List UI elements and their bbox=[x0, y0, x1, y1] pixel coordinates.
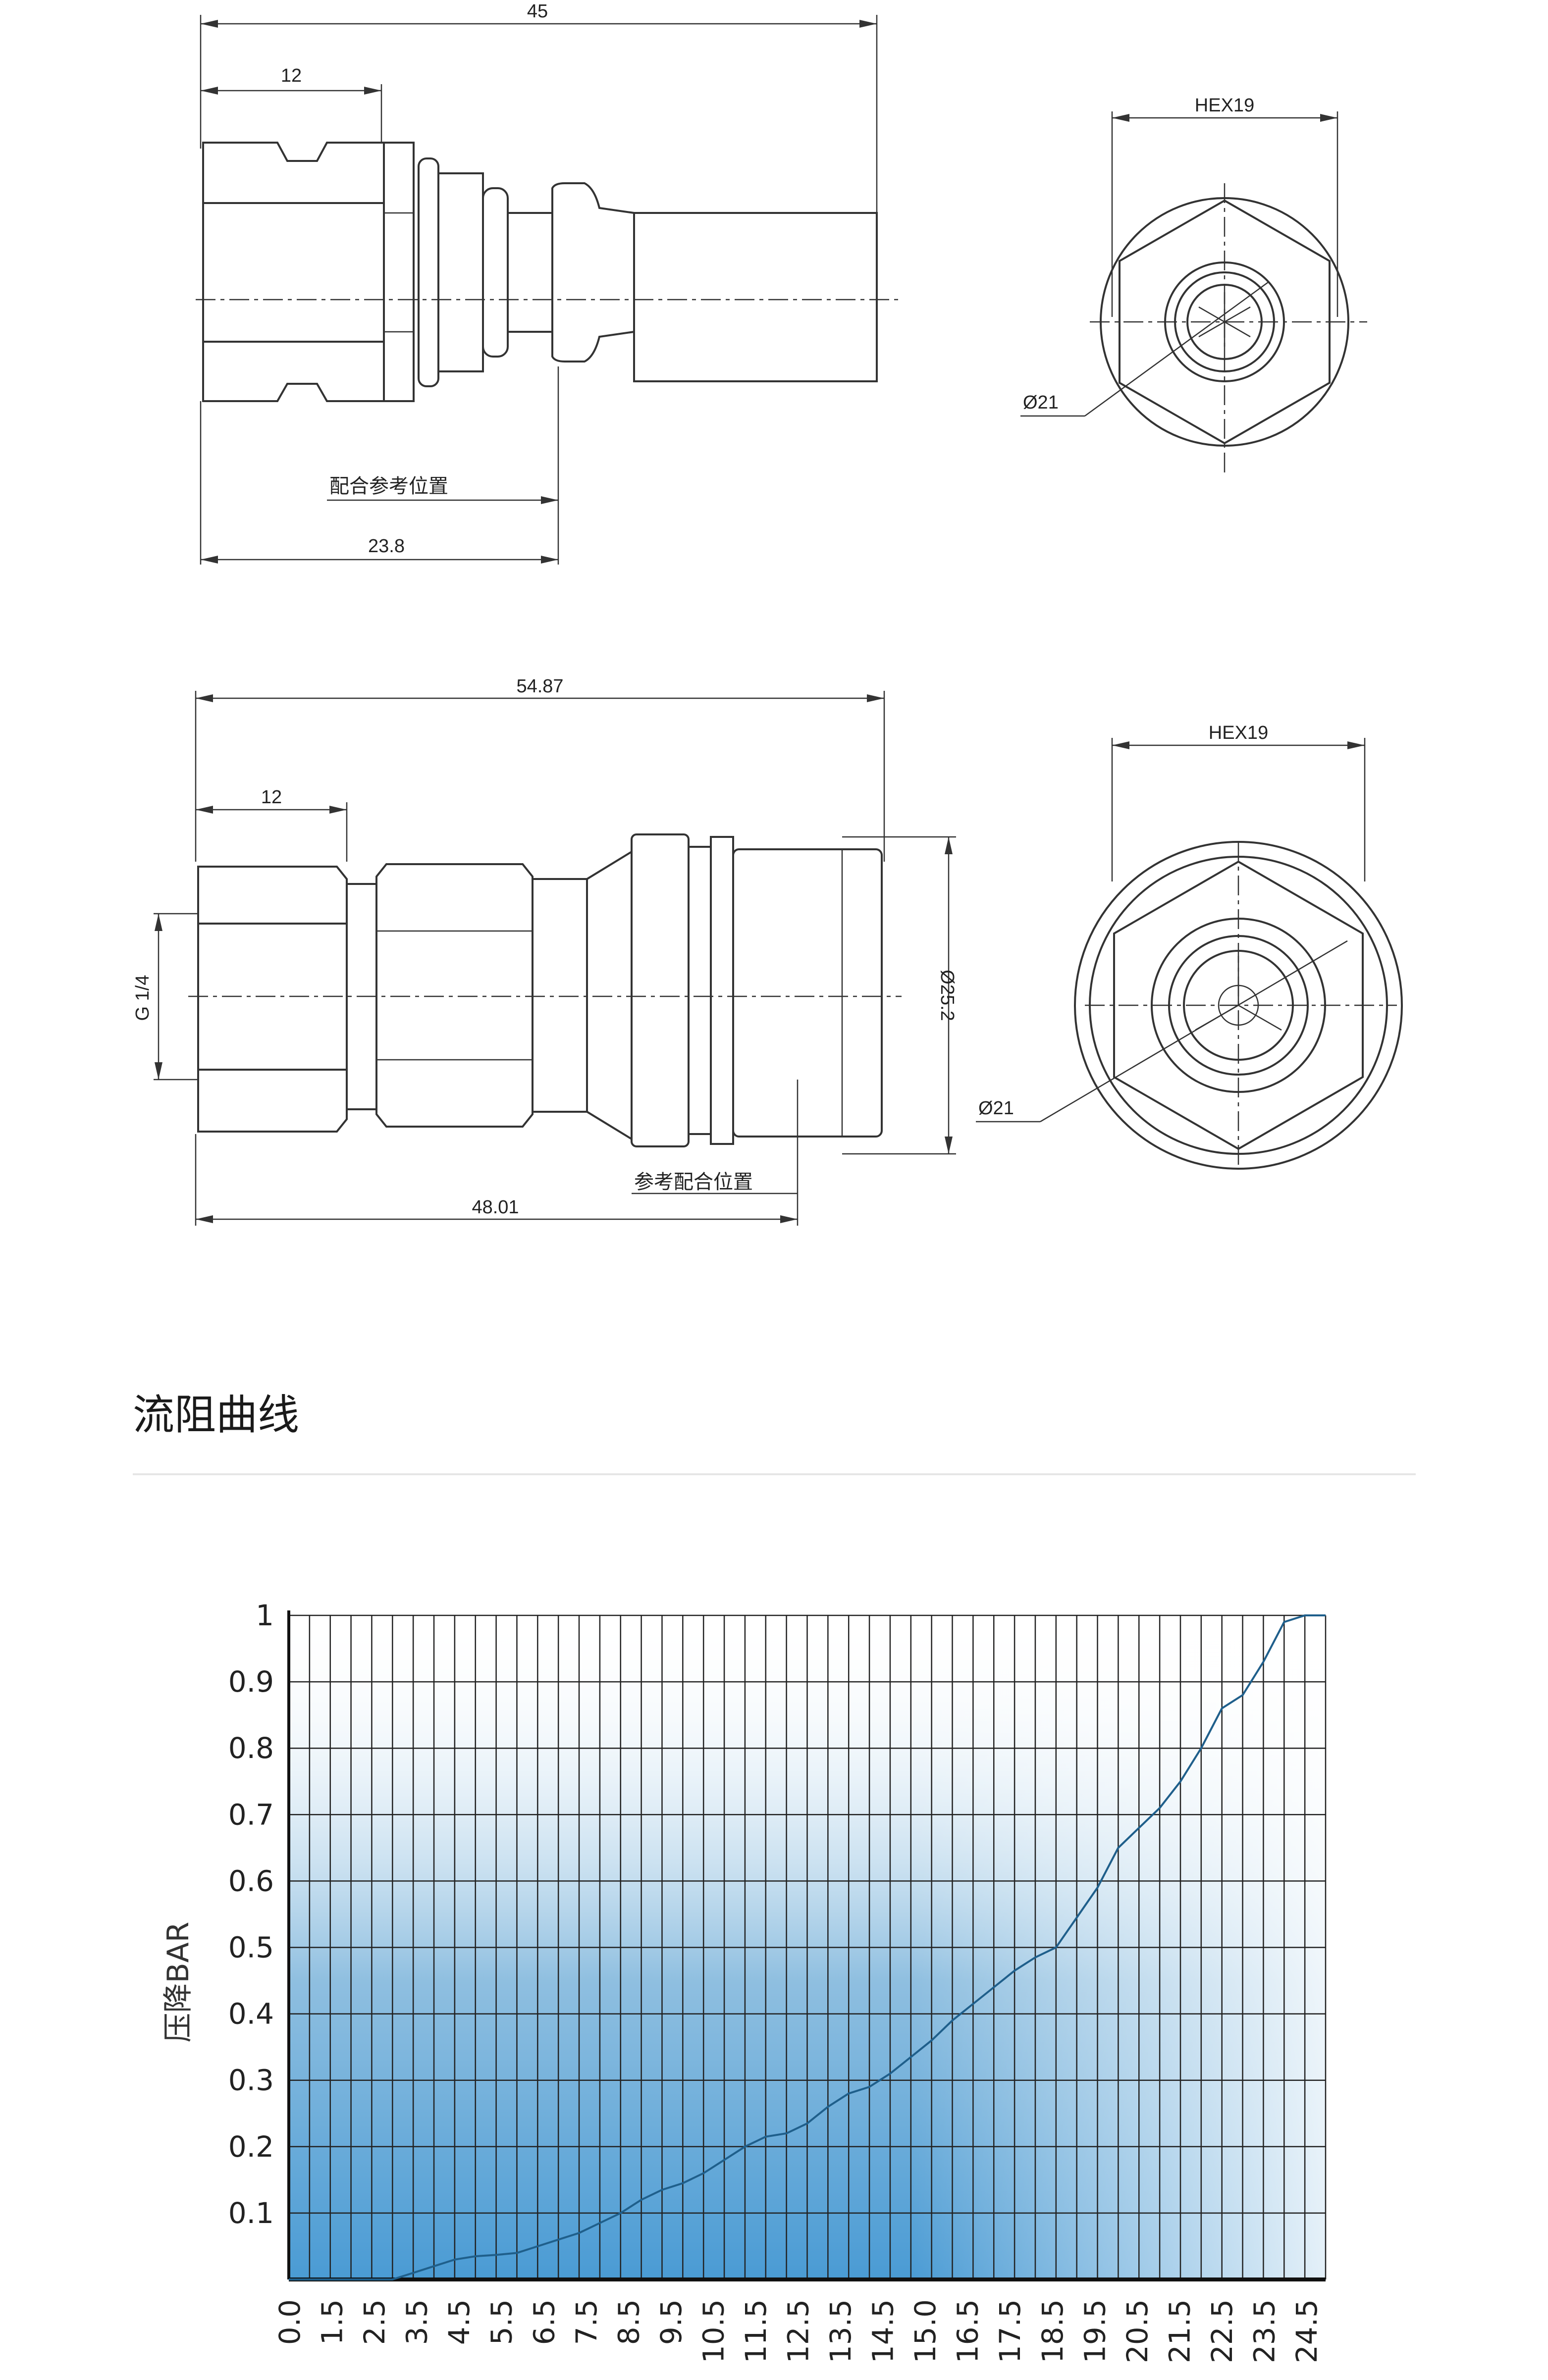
section-divider bbox=[133, 1473, 1416, 1475]
x-tick-label: 5.5 bbox=[485, 2299, 519, 2345]
chart-axes bbox=[287, 1610, 1326, 2281]
dia-label: Ø21 bbox=[1023, 392, 1059, 413]
y-tick-label: 0.6 bbox=[228, 1864, 274, 1898]
x-tick-label: 21.5 bbox=[1163, 2299, 1196, 2363]
x-tick-label: 22.5 bbox=[1205, 2299, 1239, 2363]
x-tick-label: 11.5 bbox=[739, 2299, 773, 2363]
ref-label-2: 参考配合位置 bbox=[634, 1171, 753, 1193]
x-tick-label: 17.5 bbox=[993, 2299, 1027, 2363]
y-tick-label: 0.5 bbox=[228, 1931, 274, 1965]
drawing-2-side-view: 54.87 12 G 1/4 bbox=[132, 676, 958, 1226]
y-tick-labels: 0.1 0.2 0.3 0.4 0.5 0.6 0.7 0.8 0.9 1 bbox=[228, 1599, 274, 2230]
x-tick-label: 24.5 bbox=[1290, 2299, 1324, 2363]
y-tick-label: 0.3 bbox=[228, 2064, 274, 2097]
y-tick-label: 0.4 bbox=[228, 1997, 274, 2031]
x-tick-label: 2.5 bbox=[358, 2299, 391, 2345]
x-tick-label: 7.5 bbox=[570, 2299, 603, 2345]
dim-thread-2: 12 bbox=[261, 787, 282, 808]
dim-total: 45 bbox=[527, 1, 548, 22]
chart-grid bbox=[289, 1614, 1327, 2279]
x-tick-label: 16.5 bbox=[951, 2299, 985, 2363]
hex-label: HEX19 bbox=[1195, 95, 1254, 116]
drawing-2-end-view: HEX19 Ø21 bbox=[976, 723, 1403, 1170]
dia-label-2: Ø21 bbox=[978, 1098, 1014, 1119]
y-tick-label: 0.2 bbox=[228, 2130, 274, 2164]
series-line bbox=[289, 1614, 1326, 2280]
y-tick-label: 0.8 bbox=[228, 1731, 274, 1765]
x-tick-label: 12.5 bbox=[782, 2299, 815, 2363]
x-tick-label: 13.5 bbox=[824, 2299, 857, 2363]
x-tick-label: 19.5 bbox=[1078, 2299, 1112, 2363]
y-tick-label: 0.9 bbox=[228, 1665, 274, 1699]
x-tick-label: 14.5 bbox=[866, 2299, 900, 2363]
y-tick-label: 1 bbox=[256, 1599, 274, 1632]
x-tick-label: 3.5 bbox=[400, 2299, 434, 2345]
y-tick-label: 0.1 bbox=[228, 2196, 274, 2230]
x-tick-label: 20.5 bbox=[1121, 2299, 1154, 2363]
dim-ref-2: 48.01 bbox=[472, 1197, 519, 1218]
technical-drawings: 45 12 配合参考位置 23.8 bbox=[132, 1, 1403, 1226]
thread-label: G 1/4 bbox=[132, 975, 153, 1021]
hex-label-2: HEX19 bbox=[1209, 723, 1268, 743]
x-tick-label: 15.0 bbox=[908, 2299, 942, 2363]
dia-body-label: Ø25.2 bbox=[937, 970, 958, 1021]
dim-total-2: 54.87 bbox=[516, 676, 563, 697]
x-tick-label: 23.5 bbox=[1247, 2299, 1281, 2363]
flow-resistance-chart: 0.1 0.2 0.3 0.4 0.5 0.6 0.7 0.8 0.9 1 0.0 1.5 2.5 3.… bbox=[161, 1599, 1327, 2363]
y-tick-label: 0.7 bbox=[228, 1798, 274, 1831]
drawing-1-end-view: HEX19 Ø21 bbox=[1020, 95, 1367, 475]
ref-label: 配合参考位置 bbox=[329, 475, 448, 498]
x-tick-label: 1.5 bbox=[316, 2299, 349, 2345]
x-tick-label: 6.5 bbox=[527, 2299, 561, 2345]
y-axis-label: 压降BAR bbox=[161, 1922, 196, 2043]
x-tick-label: 0.0 bbox=[273, 2299, 307, 2345]
section-title: 流阻曲线 bbox=[133, 1391, 300, 1439]
x-tick-label: 18.5 bbox=[1036, 2299, 1069, 2363]
x-tick-label: 4.5 bbox=[442, 2299, 476, 2345]
x-tick-label: 8.5 bbox=[612, 2299, 645, 2345]
drawing-1-side-view: 45 12 配合参考位置 23.8 bbox=[196, 1, 902, 565]
dim-thread: 12 bbox=[281, 65, 302, 86]
dim-ref: 23.8 bbox=[368, 536, 405, 557]
x-tick-label: 10.5 bbox=[696, 2299, 730, 2363]
x-tick-label: 9.5 bbox=[654, 2299, 688, 2345]
